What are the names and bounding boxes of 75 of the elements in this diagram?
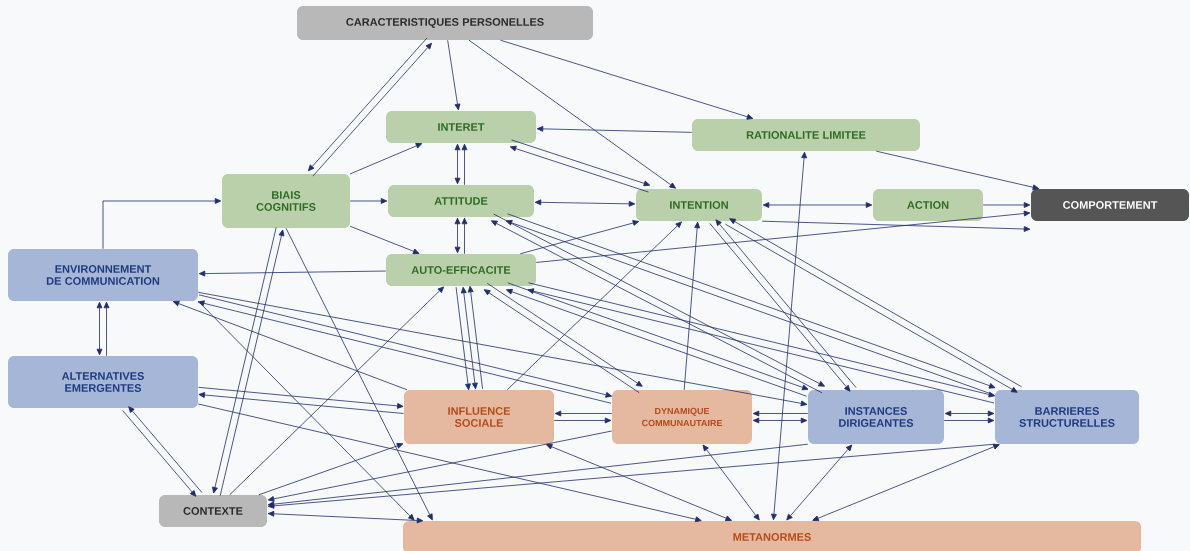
concept-box: CARACTERISTIQUES PERSONELLES xyxy=(297,6,593,40)
arrow xyxy=(198,386,404,409)
arrow xyxy=(752,410,809,417)
arrow xyxy=(267,510,424,524)
concept-box: BARRIERES STRUCTURELLES xyxy=(995,390,1139,444)
arrow xyxy=(455,286,471,391)
arrow xyxy=(219,229,285,496)
arrow xyxy=(786,444,853,521)
arrow xyxy=(683,221,701,391)
arrow xyxy=(553,417,612,424)
arrow xyxy=(500,39,754,120)
arrow xyxy=(349,198,388,204)
arrow xyxy=(258,443,404,496)
arrow xyxy=(197,291,808,407)
concept-box: INTERET xyxy=(386,111,536,143)
arrow xyxy=(875,150,1040,191)
arrow xyxy=(468,39,676,189)
concept-box: CONTEXTE xyxy=(159,495,267,527)
arrow xyxy=(102,198,222,250)
arrow xyxy=(128,406,203,493)
concept-box: INSTANCES DIRIGEANTES xyxy=(808,390,944,444)
arrow xyxy=(198,392,404,414)
concept-box: COMPORTEMENT xyxy=(1031,189,1189,221)
arrow xyxy=(103,301,110,357)
concept-box: INTENTION xyxy=(636,189,762,221)
arrow xyxy=(554,410,613,417)
arrow xyxy=(460,286,478,390)
arrow xyxy=(509,145,649,193)
arrow xyxy=(752,417,808,424)
concept-box: BIAIS COGNITIFS xyxy=(222,174,350,228)
arrow xyxy=(812,444,1000,521)
arrow xyxy=(943,417,995,424)
arrow xyxy=(349,225,420,255)
concept-box: ACTION xyxy=(873,189,983,221)
concept-box: ENVIRONNEMENT DE COMMUNICATION xyxy=(8,249,198,301)
arrow xyxy=(122,410,197,497)
concept-box: RATIONALITE LIMITEE xyxy=(692,119,920,151)
arrow xyxy=(96,301,103,356)
arrow xyxy=(454,143,461,185)
arrow xyxy=(536,126,693,133)
arrow xyxy=(486,282,643,387)
arrow xyxy=(762,202,873,208)
arrow xyxy=(982,202,1031,208)
arrow xyxy=(447,39,461,111)
arrow xyxy=(467,285,483,390)
arrow xyxy=(197,300,415,521)
arrow xyxy=(761,220,1031,232)
concept-box: METANORMES xyxy=(403,521,1141,551)
arrow xyxy=(229,286,445,496)
arrow xyxy=(511,139,651,187)
arrow xyxy=(197,403,702,523)
arrow xyxy=(519,220,640,255)
concept-box: ALTERNATIVES EMERGENTES xyxy=(8,356,198,408)
arrow xyxy=(285,227,433,521)
arrow xyxy=(461,217,468,255)
arrow xyxy=(534,199,636,207)
arrow xyxy=(349,143,423,175)
arrow xyxy=(454,217,461,254)
arrow xyxy=(535,210,1031,263)
arrow xyxy=(461,143,468,186)
concept-box: DYNAMIQUE COMMUNAUTAIRE xyxy=(612,390,752,444)
arrow xyxy=(267,430,613,502)
arrow xyxy=(944,410,995,417)
arrow xyxy=(483,289,640,394)
arrow xyxy=(506,221,682,391)
arrow xyxy=(702,444,760,521)
concept-box: ATTITUDE xyxy=(388,185,534,217)
arrow xyxy=(198,270,387,277)
arrow xyxy=(771,151,807,521)
arrow xyxy=(267,443,809,508)
arrow xyxy=(545,444,732,521)
concept-box: INFLUENCE SOCIALE xyxy=(404,390,554,444)
arrow xyxy=(212,227,277,494)
concept-box: AUTO-EFFICACITE xyxy=(386,254,536,286)
arrow xyxy=(172,300,408,391)
